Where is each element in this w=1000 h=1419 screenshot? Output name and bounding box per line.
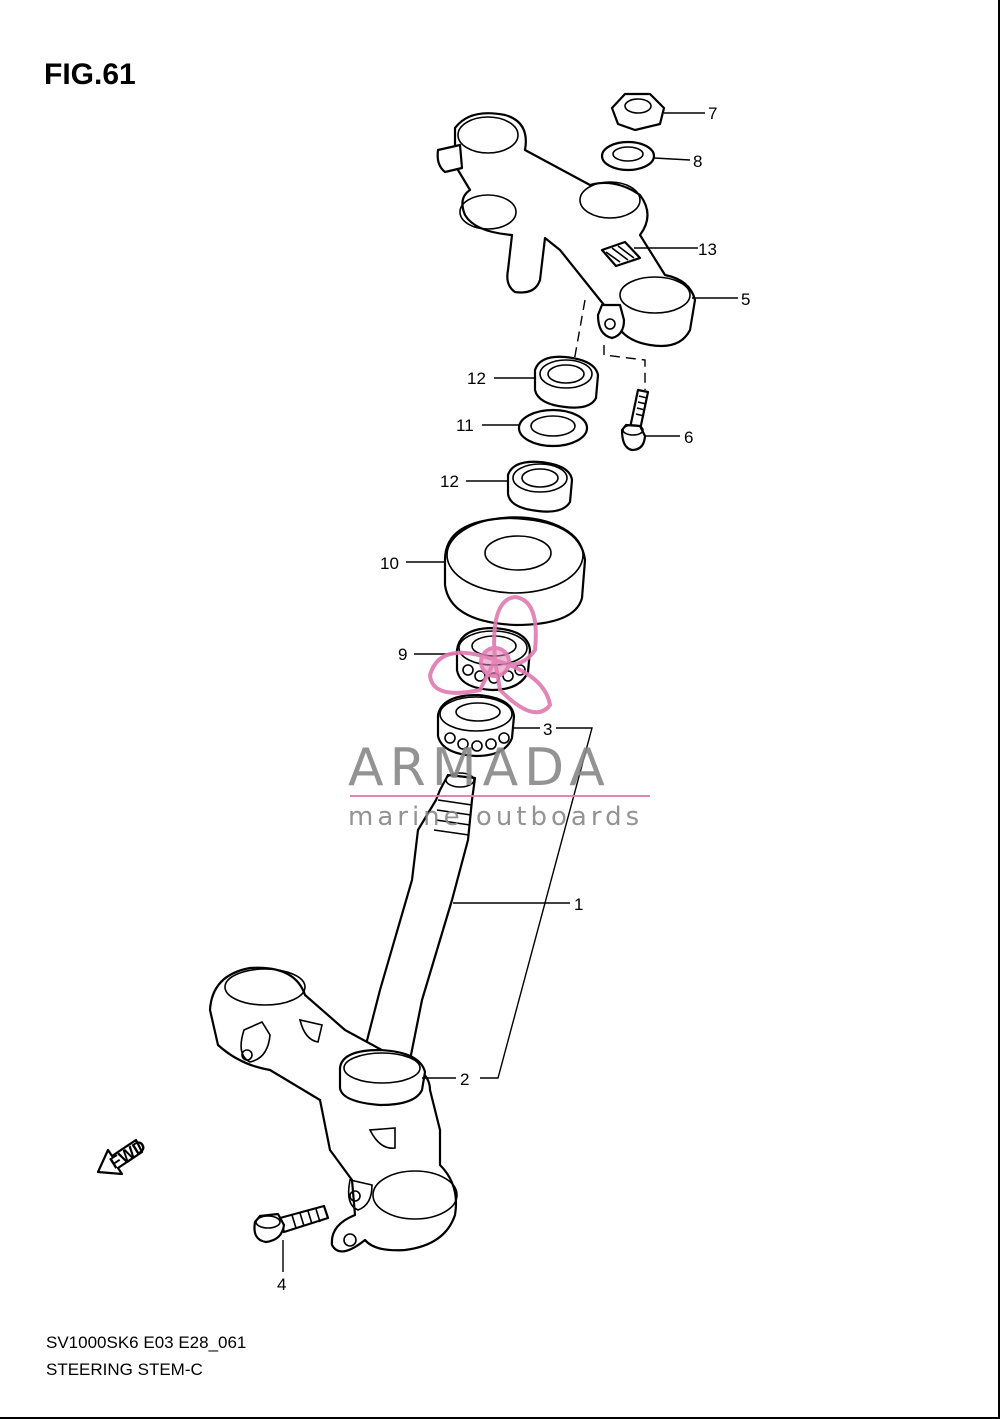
upper-bracket[interactable] (436, 112, 697, 348)
callout-10: 10 (380, 554, 399, 573)
callout-9: 9 (398, 645, 407, 664)
lock-nut-upper[interactable] (533, 355, 600, 409)
washer[interactable] (600, 140, 656, 172)
callout-12-lower: 12 (440, 472, 459, 491)
figure-title: FIG.61 (44, 58, 136, 91)
diagram-name: STEERING STEM-C (46, 1360, 203, 1379)
callout-12-upper: 12 (467, 369, 486, 388)
dust-seal[interactable] (443, 516, 587, 627)
lock-washer[interactable] (517, 408, 589, 448)
callout-3: 3 (543, 720, 552, 739)
callout-5: 5 (741, 290, 750, 309)
callout-8: 7 (708, 104, 717, 123)
stem-seal[interactable] (338, 1048, 427, 1107)
steering-stem[interactable] (208, 772, 477, 1253)
callout-7: 8 (693, 152, 702, 171)
bearing-lower[interactable] (436, 693, 516, 758)
stem-bolt[interactable] (253, 1204, 330, 1244)
nut[interactable] (610, 92, 666, 132)
lock-nut-lower[interactable] (506, 460, 574, 513)
watermark: ARMADA marine outboards (348, 594, 650, 832)
callout-6: 6 (684, 428, 693, 447)
watermark-brand: ARMADA (348, 738, 611, 798)
callout-2: 2 (460, 1070, 469, 1089)
fwd-arrow-icon: FWD (96, 1136, 149, 1176)
callout-4: 4 (277, 1275, 286, 1294)
callout-11: 11 (456, 416, 474, 435)
callout-1: 1 (574, 895, 583, 914)
watermark-tagline: marine outboards (348, 802, 643, 832)
diagram-code: SV1000SK6 E03 E28_061 (46, 1333, 247, 1352)
armada-logo-icon (427, 594, 553, 715)
clamp-bolt[interactable] (620, 388, 650, 452)
fwd-label: FWD (106, 1136, 149, 1173)
callout-13: 13 (698, 240, 717, 259)
